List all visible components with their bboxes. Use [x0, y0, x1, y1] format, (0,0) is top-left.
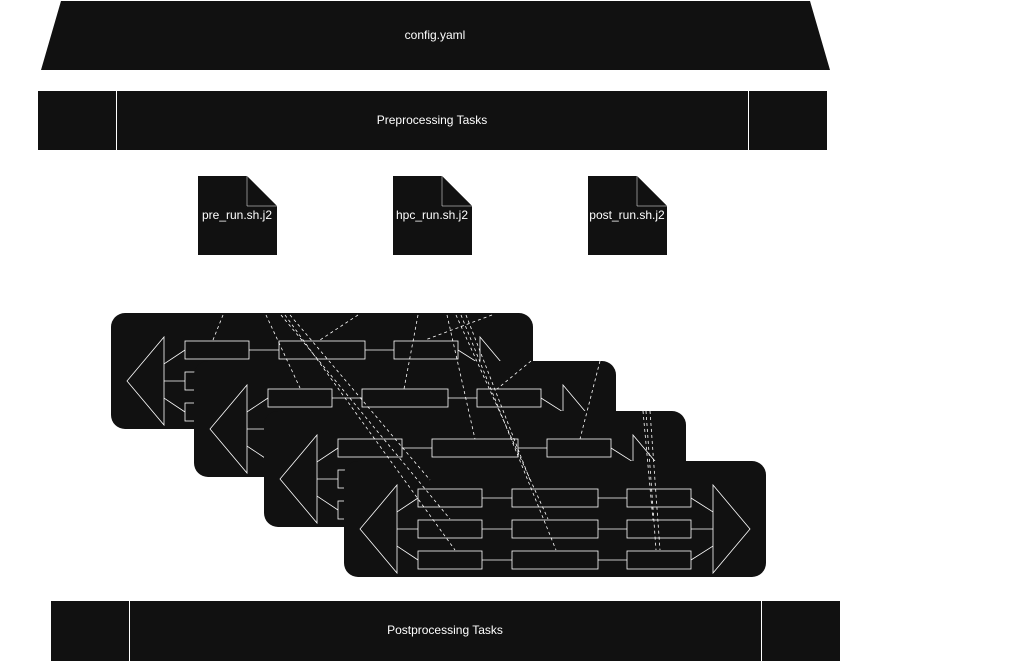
dashed-connector [642, 410, 654, 521]
fan-out-line [540, 397, 564, 413]
dashed-connector [455, 314, 549, 520]
dashed-connector [403, 314, 419, 390]
dashed-connector [284, 314, 456, 551]
run-panels-stack [111, 313, 766, 577]
dashed-connector [460, 314, 557, 551]
fan-out-line [690, 497, 714, 513]
dashed-connector [280, 314, 451, 520]
dashed-connector [645, 410, 657, 551]
dashed-connector [579, 360, 601, 440]
run-panel [344, 461, 766, 577]
run-panel-background [344, 461, 766, 577]
fan-in-line [163, 397, 186, 413]
dashed-connector [265, 314, 301, 389]
fan-in-line [316, 495, 339, 511]
config-label: config.yaml [405, 28, 466, 42]
config-trapezoid: config.yaml [41, 1, 830, 70]
fan-in-line [396, 545, 419, 561]
fan-in-line [246, 397, 269, 413]
dashed-connector [212, 314, 224, 341]
postprocessing-label: Postprocessing Tasks [387, 623, 503, 637]
fan-in-line [396, 497, 419, 513]
template-file-post-run: post_run.sh.j2 [588, 176, 667, 255]
dashed-connector [649, 410, 661, 551]
fan-out-line [690, 545, 714, 561]
preprocessing-block: Preprocessing Tasks [38, 91, 827, 150]
template-file-pre-run: pre_run.sh.j2 [198, 176, 277, 255]
dashed-connector [319, 314, 359, 341]
dashed-connector [496, 360, 532, 390]
preprocessing-label: Preprocessing Tasks [377, 113, 488, 127]
fan-in-line [163, 349, 186, 365]
template-label: pre_run.sh.j2 [202, 208, 272, 222]
postprocessing-block: Postprocessing Tasks [51, 601, 840, 661]
dashed-connectors [212, 314, 661, 551]
template-label: post_run.sh.j2 [589, 208, 665, 222]
dashed-connector [289, 314, 431, 481]
template-file-hpc-run: hpc_run.sh.j2 [393, 176, 472, 255]
template-label: hpc_run.sh.j2 [396, 208, 468, 222]
fan-in-line [316, 447, 339, 463]
fan-out-line [610, 447, 634, 463]
